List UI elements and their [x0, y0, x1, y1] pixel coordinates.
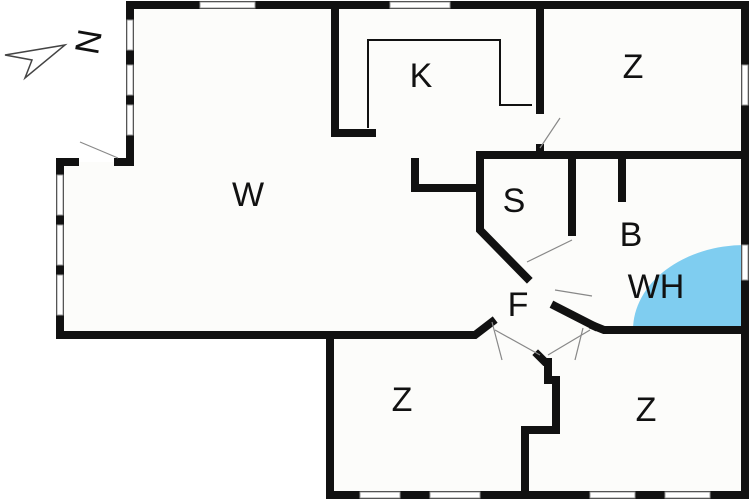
water-heater-fixture	[633, 245, 745, 330]
room-label-bath: B	[620, 216, 643, 254]
compass-label: N	[68, 26, 110, 57]
interior-walls	[326, 4, 749, 499]
room-label-hall: F	[508, 286, 529, 324]
floor-area	[60, 5, 745, 495]
room-label-room-bottom-left: Z	[392, 381, 413, 419]
windows	[56, 1, 749, 499]
room-label-storage: S	[503, 182, 526, 220]
door-swings	[79, 117, 593, 361]
room-label-water-heater: WH	[628, 268, 685, 306]
compass-arrow-icon	[4, 43, 68, 81]
room-label-room-top-right: Z	[623, 48, 644, 86]
room-label-living: W	[232, 176, 264, 214]
room-label-room-bottom-right: Z	[636, 391, 657, 429]
compass: N	[4, 26, 110, 81]
room-label-kitchen: K	[410, 57, 433, 95]
